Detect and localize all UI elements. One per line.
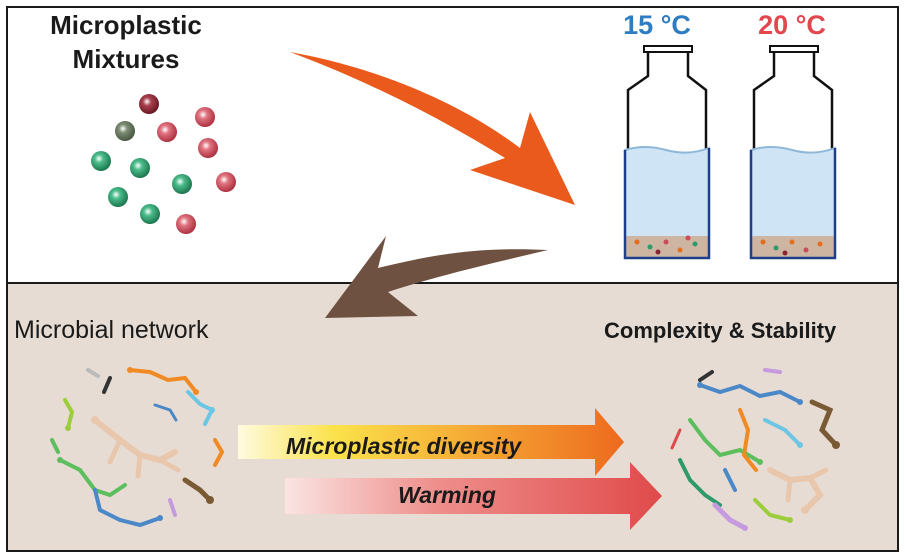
bead-red [176,214,196,234]
bottle-20c [749,45,837,260]
temperature-high-label: 20 °C [758,10,826,40]
bead-green [172,174,192,194]
bottle-15c [623,45,711,260]
bead-red [195,107,215,127]
network-left [50,367,225,528]
title-line-1: Microplastic [50,10,202,40]
title-line-2: Mixtures [72,44,180,74]
bead-maroon [139,94,159,114]
bead-red [157,122,177,142]
warming-label: Warming [398,482,496,508]
bead-green [108,187,128,207]
microplastic-diversity-label: Microplastic diversity [286,433,522,459]
brown-arrow [325,236,548,318]
bead-green [130,158,150,178]
microbial-network-label: Microbial network [14,316,209,344]
complexity-stability-label: Complexity & Stability [604,318,837,343]
diversity-arrow [238,408,624,476]
bead-mid [115,121,135,141]
bead-green [140,204,160,224]
temperature-low-label: 15 °C [623,10,691,40]
bead-red [198,138,218,158]
warming-arrow [285,462,662,530]
bead-red [216,172,236,192]
bead-green [91,151,111,171]
orange-arrow [290,52,575,205]
microplastic-beads [91,94,236,234]
network-right [670,368,840,531]
